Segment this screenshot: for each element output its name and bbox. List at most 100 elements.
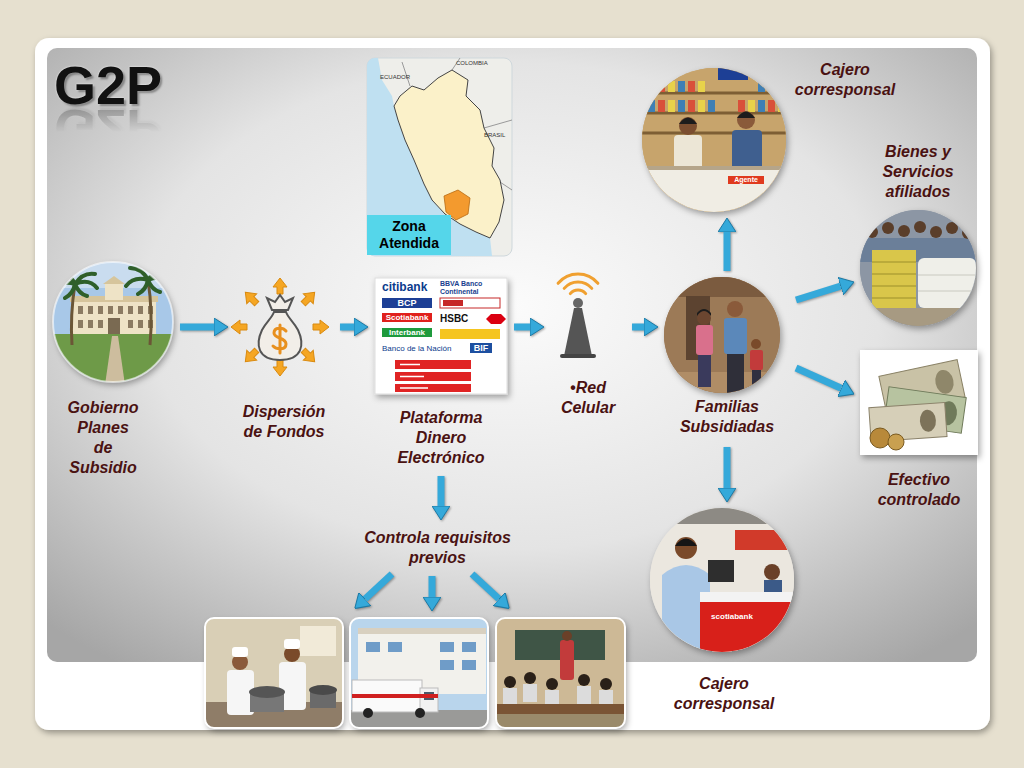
logo-label: BBVA Banco Continental [440, 280, 502, 296]
agent-shop-photo [732, 130, 762, 172]
flow-arrow [796, 368, 841, 388]
goods-photo [858, 208, 980, 330]
label-holder: ECUADOR [380, 74, 414, 81]
photo-node: Efectivo controlado [858, 350, 980, 514]
agent-shop-photo [640, 66, 790, 218]
flow-arrow [438, 476, 445, 506]
government-palace-photo [50, 258, 180, 388]
families-photo [660, 275, 785, 397]
families-photo [727, 354, 744, 394]
families-photo [724, 318, 747, 354]
money-bag-icon [298, 287, 319, 308]
flow-arrow [180, 324, 214, 331]
government-palace-photo [50, 258, 180, 388]
money-bag-icon [231, 320, 247, 334]
cash-photo [919, 409, 936, 432]
icon-node: Dispersión de Fondos [232, 272, 336, 448]
goods-photo [898, 225, 910, 237]
government-palace-photo [105, 284, 123, 300]
goods-photo [858, 208, 980, 330]
label-holder: Banco de la Nación [382, 344, 466, 353]
bank-logos-panel [440, 329, 500, 339]
node-label: Dispersión de Fondos [236, 402, 332, 442]
kitchen-photo [309, 685, 337, 695]
logo-label: Scotiabank [382, 313, 432, 322]
cash-photo [933, 368, 956, 395]
agent-shop-photo [737, 112, 755, 119]
flow-arrow [724, 232, 731, 271]
node-label: •Red Celular [549, 378, 627, 418]
classroom-photo [496, 618, 625, 728]
government-palace-photo [108, 318, 120, 336]
logo-label: ECUADOR [380, 74, 414, 81]
kitchen-photo [249, 686, 285, 698]
logo-label: Agente [728, 176, 764, 184]
classroom-photo [503, 684, 613, 706]
money-bag-icon [273, 360, 287, 376]
flow-arrow [724, 447, 731, 488]
antenna-icon [558, 274, 598, 358]
peru-map [394, 70, 504, 238]
health-post-photo [415, 708, 425, 718]
goods-photo [872, 250, 916, 310]
flow-arrow [796, 286, 841, 300]
label-holder: BCP [382, 298, 432, 308]
classroom-photo [496, 618, 625, 728]
antenna-icon [573, 298, 583, 308]
label-holder: BRASIL [484, 132, 510, 139]
agent-shop-photo [679, 118, 697, 125]
goods-photo [858, 208, 980, 330]
cash-photo [860, 350, 978, 455]
logo-label: BIF [470, 343, 492, 353]
bank-counter-photo [735, 530, 790, 550]
goods-photo [866, 221, 974, 239]
agent-shop-photo [648, 81, 765, 112]
agent-shop-photo [718, 68, 748, 80]
node-label: Gobierno Planes de Subsidio [66, 398, 140, 478]
bank-counter-photo [764, 564, 780, 580]
logo-label: scotiabank [706, 612, 758, 621]
agent-shop-photo [640, 166, 790, 170]
cash-photo [860, 350, 978, 455]
goods-photo [930, 226, 942, 238]
health-post-photo [350, 618, 488, 728]
health-post-photo [350, 618, 488, 728]
label-holder: Interbank [382, 328, 432, 337]
classroom-photo [600, 678, 612, 690]
node-label: Controla requisitos previos [352, 528, 523, 568]
families-photo [660, 372, 785, 397]
money-bag-icon [259, 312, 302, 360]
government-palace-photo [105, 336, 125, 385]
bank-logos-panel [375, 278, 507, 394]
government-palace-photo [50, 334, 180, 388]
health-post-photo [350, 618, 488, 728]
families-photo [697, 309, 711, 316]
health-post-photo [420, 688, 438, 712]
kitchen-photo [205, 618, 343, 728]
classroom-photo [524, 672, 536, 684]
logo-label: BRASIL [484, 132, 510, 139]
node-label: Efectivo controlado [859, 470, 979, 510]
money-bag-icon [267, 295, 293, 310]
antenna-icon [564, 308, 592, 356]
slide-card [35, 38, 990, 730]
health-post-photo [358, 628, 486, 634]
agent-shop-photo [737, 111, 755, 129]
goods-photo [866, 226, 878, 238]
requirement-arrows [472, 574, 499, 599]
money-bag-icon [231, 278, 329, 376]
bank-counter-photo [675, 539, 697, 547]
government-palace-photo [53, 268, 170, 298]
bank-counter-photo [700, 592, 798, 602]
antenna-icon [560, 354, 596, 358]
agent-shop-photo [679, 117, 697, 135]
icon-node: •Red Celular [548, 272, 628, 422]
money-bag-icon [231, 278, 329, 376]
families-photo [660, 275, 785, 297]
label-holder: BIF [470, 343, 492, 353]
government-palace-photo [103, 276, 125, 284]
government-palace-photo [50, 258, 180, 388]
slide-card [35, 38, 990, 730]
label-holder: HSBC [440, 313, 484, 325]
bank-logos-panel [443, 300, 463, 306]
